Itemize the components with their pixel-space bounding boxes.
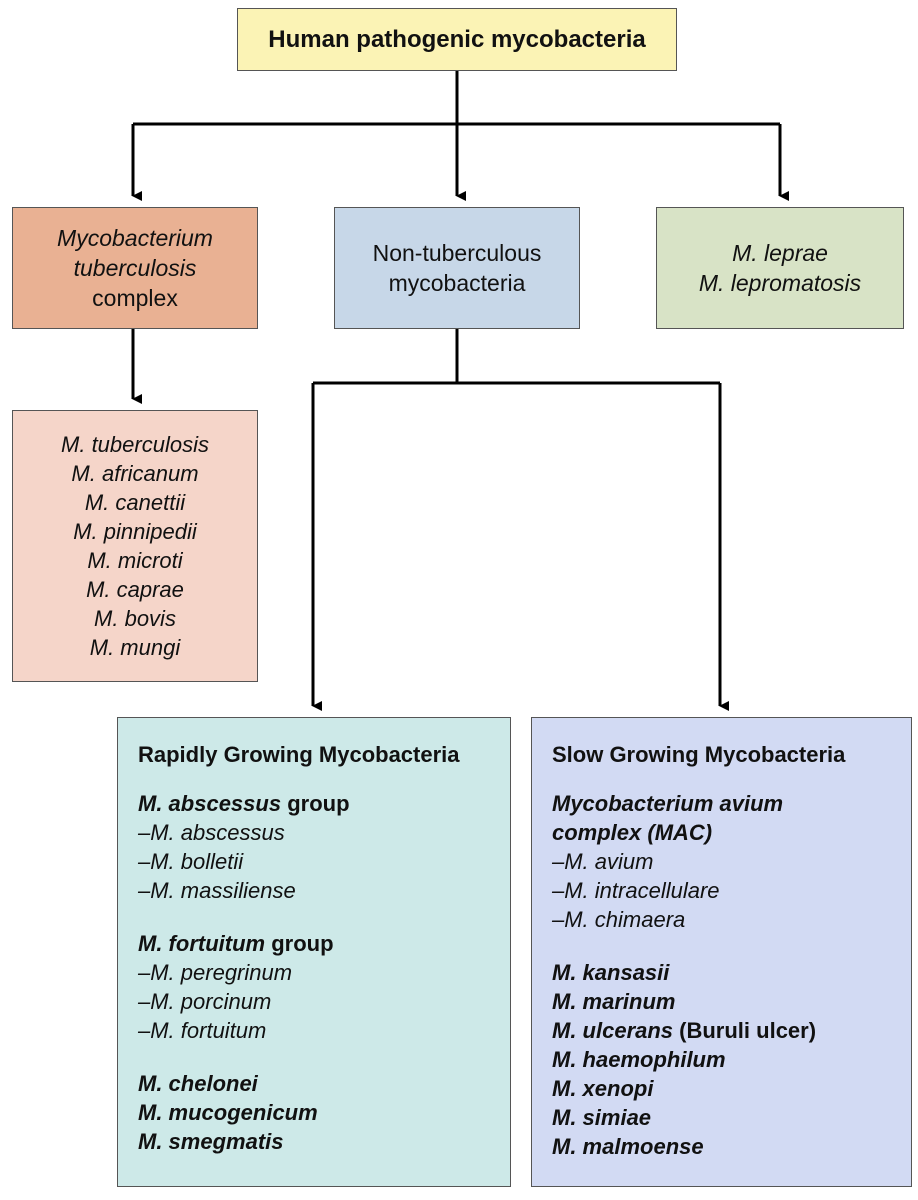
rapid-heading: Rapidly Growing Mycobacteria <box>138 742 460 767</box>
fortuitum-group: M. fortuitum group –M. peregrinum –M. po… <box>138 929 510 1045</box>
mtc-species-box: M. tuberculosis M. africanum M. canettii… <box>12 410 258 682</box>
slow-species-item: M. kansasii <box>552 960 670 985</box>
mtc-line2: tuberculosis <box>73 255 197 281</box>
rapid-species-item: M. chelonei <box>138 1071 258 1096</box>
mac-group: Mycobacterium avium complex (MAC) –M. av… <box>552 789 911 934</box>
fortuitum-member: –M. fortuitum <box>138 1018 267 1043</box>
fortuitum-member: –M. porcinum <box>138 989 272 1014</box>
ntm-line2: mycobacteria <box>388 270 526 296</box>
species-item: M. mungi <box>89 635 181 660</box>
rapid-growing-box: Rapidly Growing Mycobacteria M. abscessu… <box>117 717 511 1187</box>
rapid-species-item: M. mucogenicum <box>138 1100 318 1125</box>
ulcerans-name: M. ulcerans <box>552 1018 674 1043</box>
rapid-other-species: M. chelonei M. mucogenicum M. smegmatis <box>138 1069 510 1156</box>
slow-species-item: M. malmoense <box>552 1134 704 1159</box>
slow-species-item: M. simiae <box>552 1105 652 1130</box>
ntm-box: Non-tuberculous mycobacteria <box>334 207 580 329</box>
ulcerans-note: (Buruli ulcer) <box>673 1018 817 1043</box>
species-item: M. bovis <box>94 606 176 631</box>
abscessus-group-name: M. abscessus <box>138 791 282 816</box>
slow-species-item: M. xenopi <box>552 1076 654 1101</box>
species-item: M. microti <box>87 548 183 573</box>
abscessus-member: –M. bolletii <box>138 849 244 874</box>
mtc-line1: Mycobacterium <box>57 225 213 251</box>
abscessus-member: –M. massiliense <box>138 878 296 903</box>
leprae-box: M. leprae M. lepromatosis <box>656 207 904 329</box>
mac-member: –M. chimaera <box>552 907 686 932</box>
fortuitum-member: –M. peregrinum <box>138 960 293 985</box>
root-title: Human pathogenic mycobacteria <box>268 25 646 53</box>
slow-species-item: M. haemophilum <box>552 1047 726 1072</box>
mac-member: –M. intracellulare <box>552 878 720 903</box>
abscessus-group-suffix: group <box>281 791 350 816</box>
species-item: M. pinnipedii <box>73 519 197 544</box>
slow-heading: Slow Growing Mycobacteria <box>552 742 846 767</box>
mac-line1: Mycobacterium avium <box>552 791 784 816</box>
species-item: M. africanum <box>71 461 199 486</box>
species-item: M. caprae <box>86 577 184 602</box>
root-box: Human pathogenic mycobacteria <box>237 8 677 71</box>
fortuitum-group-name: M. fortuitum <box>138 931 266 956</box>
slow-other-species: M. kansasii M. marinum M. ulcerans (Buru… <box>552 958 911 1161</box>
abscessus-member: –M. abscessus <box>138 820 285 845</box>
slow-species-item: M. marinum <box>552 989 676 1014</box>
rapid-species-item: M. smegmatis <box>138 1129 284 1154</box>
species-item: M. canettii <box>84 490 186 515</box>
mtc-box: Mycobacterium tuberculosis complex <box>12 207 258 329</box>
ntm-line1: Non-tuberculous <box>372 240 542 266</box>
mac-line2: complex (MAC) <box>552 820 713 845</box>
species-item: M. tuberculosis <box>61 432 209 457</box>
slow-growing-box: Slow Growing Mycobacteria Mycobacterium … <box>531 717 912 1187</box>
mtc-line3: complex <box>92 285 178 311</box>
fortuitum-group-suffix: group <box>265 931 334 956</box>
mac-member: –M. avium <box>552 849 654 874</box>
abscessus-group: M. abscessus group –M. abscessus –M. bol… <box>138 789 510 905</box>
leprae-line2: M. lepromatosis <box>698 270 862 296</box>
leprae-line1: M. leprae <box>732 240 828 266</box>
